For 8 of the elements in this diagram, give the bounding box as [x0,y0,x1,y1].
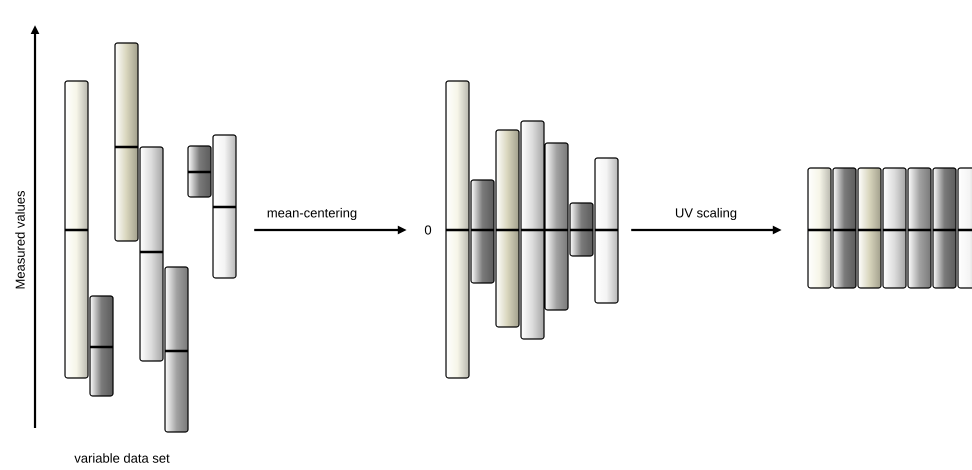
axis-label: variable data set [74,453,170,463]
bar-group-drawing [64,42,237,433]
bar-group-drawing [445,80,619,379]
axis-label: Measured values [15,190,25,288]
bar-group-drawing [807,167,972,289]
edge-label: UV scaling [674,206,738,222]
edge-label: mean-centering [266,206,358,222]
zero-label: 0 [424,225,432,235]
